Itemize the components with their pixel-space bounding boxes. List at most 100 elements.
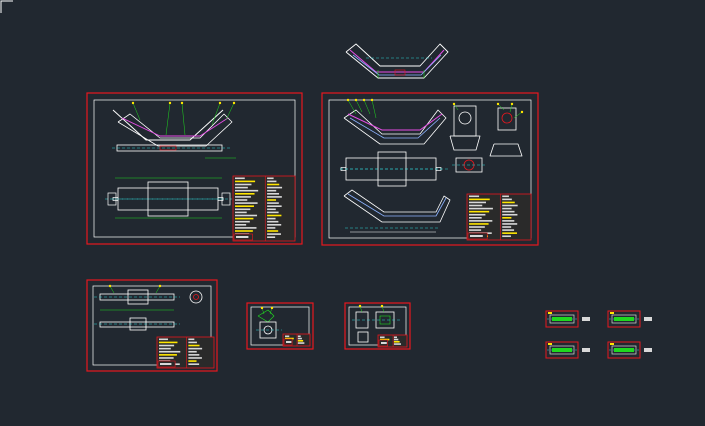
title-text-line [159, 344, 175, 347]
leader-dot [520, 110, 524, 114]
title-text-line [267, 214, 282, 217]
title-text-line [159, 354, 177, 356]
title-text-line [502, 213, 518, 216]
title-text-line [235, 214, 258, 217]
title-text-line [470, 235, 483, 237]
idler-frame-outline [343, 109, 447, 145]
sheet-border [344, 302, 411, 350]
trough-belt-line [347, 113, 443, 131]
title-text-line [469, 226, 485, 228]
title-text-line [235, 189, 259, 192]
bracket-bore [458, 111, 472, 125]
title-text-line [502, 207, 512, 210]
leader-dot [108, 284, 112, 288]
wing-roller-view [343, 189, 451, 233]
sheet-frame [92, 285, 212, 366]
title-text-line [267, 189, 277, 192]
trough-idler-isometric[interactable] [345, 43, 449, 79]
title-text-line [286, 341, 292, 343]
title-text-line [235, 224, 247, 226]
leader-dot [260, 306, 264, 310]
roller-detail-4[interactable] [607, 341, 652, 359]
detail-mark [610, 343, 614, 345]
detail-label-block [644, 317, 652, 321]
title-text-line [469, 198, 490, 201]
trough-belt-line [349, 49, 445, 73]
title-text-line [469, 213, 486, 216]
title-text-line [235, 186, 248, 189]
sheet-1[interactable] [86, 92, 303, 245]
title-text-line [235, 208, 251, 211]
roller-tube [611, 314, 637, 324]
title-text-line [159, 347, 171, 350]
title-text-line [235, 220, 250, 223]
sheet-2[interactable] [321, 92, 539, 246]
plan-view [105, 177, 232, 219]
title-text-line [159, 357, 174, 359]
title-text-line [267, 196, 282, 198]
detail-mark [548, 312, 552, 314]
roller-tube [549, 345, 575, 355]
title-text-line [393, 336, 397, 339]
sheet-frame [328, 99, 532, 239]
title-text-line [188, 354, 200, 356]
roller-detail-2[interactable] [607, 310, 652, 328]
sheet-5[interactable] [344, 302, 411, 350]
sheet-3[interactable] [86, 279, 218, 372]
title-text-line [267, 220, 279, 223]
sheet-border [321, 92, 539, 246]
bracket-body [497, 107, 517, 131]
title-text-line [380, 338, 390, 341]
detail-label-block [582, 317, 590, 321]
title-text-line [469, 195, 480, 198]
leader-line [347, 99, 357, 115]
title-text-line [502, 198, 512, 201]
title-text-line [285, 335, 290, 338]
roller-detail-1[interactable] [545, 310, 590, 328]
idler-frame-outline [345, 43, 449, 79]
bracket-plate [257, 309, 275, 323]
center-bracket [159, 145, 177, 151]
title-text-line [380, 336, 385, 339]
sheet-4[interactable] [246, 302, 314, 350]
detail-border [607, 310, 641, 328]
roller-detail-3[interactable] [545, 341, 590, 359]
shaft-hub [129, 317, 147, 331]
title-text-line [160, 363, 172, 365]
leader-line [355, 99, 363, 113]
leader-dot [380, 304, 384, 308]
title-text-line [235, 199, 248, 201]
detail-border [607, 341, 641, 359]
title-text-line [188, 363, 200, 365]
title-text-line [235, 217, 254, 220]
roller-shell [552, 348, 572, 352]
title-text-line [159, 338, 168, 341]
leader-line [363, 99, 371, 115]
leader-dot [496, 102, 500, 106]
title-text-line [188, 341, 197, 344]
title-text-line [267, 193, 280, 195]
title-text-line [188, 357, 202, 359]
title-text-line [159, 341, 178, 344]
trough-belt-line [112, 109, 224, 141]
title-text-line [267, 183, 280, 186]
title-block [282, 333, 311, 347]
roller-shell [614, 317, 634, 321]
title-text-line [267, 202, 279, 204]
title-block [232, 175, 296, 242]
bracket-view [256, 306, 282, 339]
leader-dot [218, 101, 222, 105]
title-text-line [267, 180, 277, 183]
title-text-line [469, 220, 493, 222]
title-block [466, 193, 532, 241]
bracket-foot [449, 135, 481, 151]
leader-dot [346, 98, 350, 102]
title-text-line [502, 229, 515, 231]
title-text-line [469, 210, 490, 213]
title-text-line [502, 223, 518, 225]
leader-dot [270, 306, 274, 310]
sheet-frame [250, 306, 310, 346]
title-text-line [469, 207, 493, 210]
